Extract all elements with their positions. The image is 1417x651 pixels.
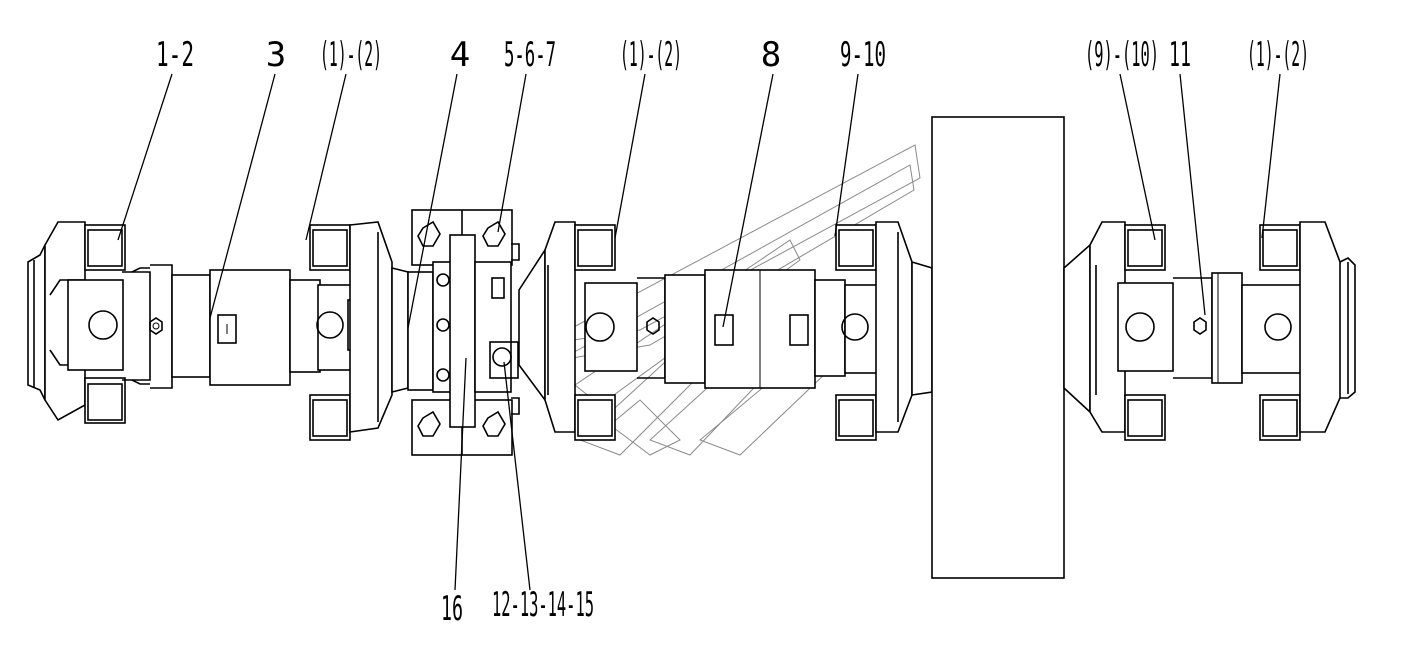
left-universal-joint bbox=[27, 221, 173, 424]
second-universal-joint bbox=[309, 221, 409, 441]
callout-9-10-paren: (9)-(10) bbox=[1085, 35, 1159, 75]
callout-5-6-7: 5-6-7 bbox=[504, 35, 556, 75]
callout-labels: 1-2 3 (1)-(2) 4 5-6-7 (1)-(2) 8 9-10 (9)… bbox=[156, 35, 1309, 629]
callout-12-13-14-15: 12-13-14-15 bbox=[492, 585, 594, 625]
callout-9-10: 9-10 bbox=[840, 35, 886, 75]
callout-8: 8 bbox=[761, 35, 781, 75]
callout-3: 3 bbox=[266, 35, 286, 75]
callout-1-2-second: (1)-(2) bbox=[320, 35, 382, 75]
callout-1-2-right: (1)-(2) bbox=[1247, 35, 1309, 75]
blank-component-box bbox=[931, 116, 1065, 579]
callout-16: 16 bbox=[441, 589, 463, 629]
leader-lines bbox=[117, 73, 1281, 591]
right-universal-joint-assembly bbox=[1063, 221, 1356, 441]
third-universal-joint bbox=[518, 221, 666, 441]
callout-1-2: 1-2 bbox=[156, 35, 194, 75]
shaft-8 bbox=[664, 269, 846, 389]
callout-4: 4 bbox=[450, 35, 470, 75]
fourth-universal-joint bbox=[835, 221, 933, 441]
callout-11: 11 bbox=[1169, 35, 1191, 75]
callout-1-2-third: (1)-(2) bbox=[620, 35, 682, 75]
shaft-3 bbox=[171, 269, 321, 386]
